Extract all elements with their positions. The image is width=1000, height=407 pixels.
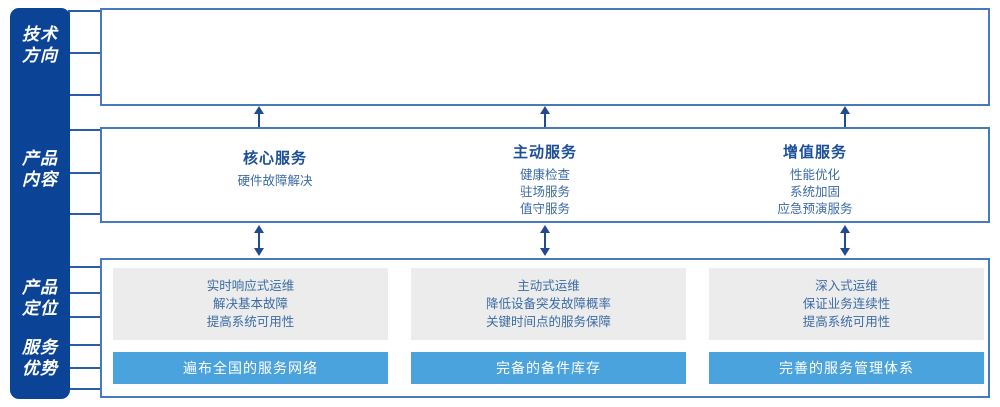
rail-label-technology-line1: 技术 bbox=[22, 25, 58, 44]
positioning-card-realtime: 实时响应式运维 解决基本故障 提高系统可用性 bbox=[113, 268, 388, 340]
product-content-column-proactive: 主动服务 健康检查 驻场服务 值守服务 bbox=[415, 141, 675, 218]
positioning-card-proactive: 主动式运维 降低设备突发故障概率 关键时间点的服务保障 bbox=[411, 268, 686, 340]
positioning-line: 保证业务连续性 bbox=[802, 297, 891, 311]
product-content-item: 系统加固 bbox=[789, 185, 840, 199]
bracket-stub-advantage bbox=[68, 367, 102, 369]
rail-label-service-advantages-line2: 优势 bbox=[22, 359, 58, 378]
rail-label-service-advantages-line1: 服务 bbox=[22, 338, 58, 357]
arrow-up-virtualization bbox=[538, 106, 552, 133]
product-content-item: 硬件故障解决 bbox=[237, 174, 313, 188]
bracket-stub-content bbox=[68, 172, 102, 174]
category-rail bbox=[10, 8, 70, 399]
product-content-item: 性能优化 bbox=[789, 168, 840, 182]
rail-label-product-content-line2: 内容 bbox=[22, 170, 58, 189]
advantage-bar-management-system: 完善的服务管理体系 bbox=[709, 352, 984, 384]
product-content-title-core: 核心服务 bbox=[242, 150, 307, 167]
product-content-item: 驻场服务 bbox=[519, 185, 570, 199]
arrow-up-system-software bbox=[838, 106, 852, 133]
positioning-line: 实时响应式运维 bbox=[206, 279, 295, 293]
arrow-bidirectional-core bbox=[252, 225, 266, 261]
rail-label-technology-line2: 方向 bbox=[22, 46, 58, 65]
positioning-line: 解决基本故障 bbox=[212, 297, 288, 311]
rail-label-technology: 技术 方向 bbox=[10, 24, 70, 66]
positioning-line: 提高系统可用性 bbox=[802, 315, 891, 329]
arrow-bidirectional-value-added bbox=[838, 225, 852, 261]
arrow-bidirectional-proactive bbox=[538, 225, 552, 261]
bracket-stub-position bbox=[68, 292, 102, 294]
rail-label-product-positioning-line2: 定位 bbox=[22, 299, 58, 318]
positioning-line: 主动式运维 bbox=[517, 279, 580, 293]
rail-label-product-content: 产品 内容 bbox=[10, 148, 70, 190]
arrow-up-hardware bbox=[252, 106, 266, 133]
positioning-line: 关键时间点的服务保障 bbox=[485, 315, 611, 329]
product-content-item: 值守服务 bbox=[519, 202, 570, 216]
positioning-card-indepth: 深入式运维 保证业务连续性 提高系统可用性 bbox=[709, 268, 984, 340]
product-content-box bbox=[100, 127, 990, 223]
positioning-line: 深入式运维 bbox=[815, 279, 878, 293]
product-content-column-core: 核心服务 硬件故障解决 bbox=[145, 147, 405, 190]
rail-label-product-positioning-line1: 产品 bbox=[22, 278, 58, 297]
rail-label-product-content-line1: 产品 bbox=[22, 149, 58, 168]
product-content-title-value-added: 增值服务 bbox=[782, 144, 847, 161]
advantage-bar-spare-parts: 完备的备件库存 bbox=[411, 352, 686, 384]
rail-label-service-advantages: 服务 优势 bbox=[10, 337, 70, 379]
bracket-stub-tech bbox=[68, 52, 102, 54]
product-content-item: 健康检查 bbox=[519, 168, 570, 182]
product-content-column-value-added: 增值服务 性能优化 系统加固 应急预演服务 bbox=[685, 141, 945, 218]
technology-direction-box bbox=[100, 8, 990, 106]
advantage-bar-service-network: 遍布全国的服务网络 bbox=[113, 352, 388, 384]
positioning-line: 降低设备突发故障概率 bbox=[485, 297, 611, 311]
product-content-title-proactive: 主动服务 bbox=[512, 144, 577, 161]
rail-label-product-positioning: 产品 定位 bbox=[10, 277, 70, 319]
product-content-item: 应急预演服务 bbox=[777, 202, 853, 216]
positioning-line: 提高系统可用性 bbox=[206, 315, 295, 329]
